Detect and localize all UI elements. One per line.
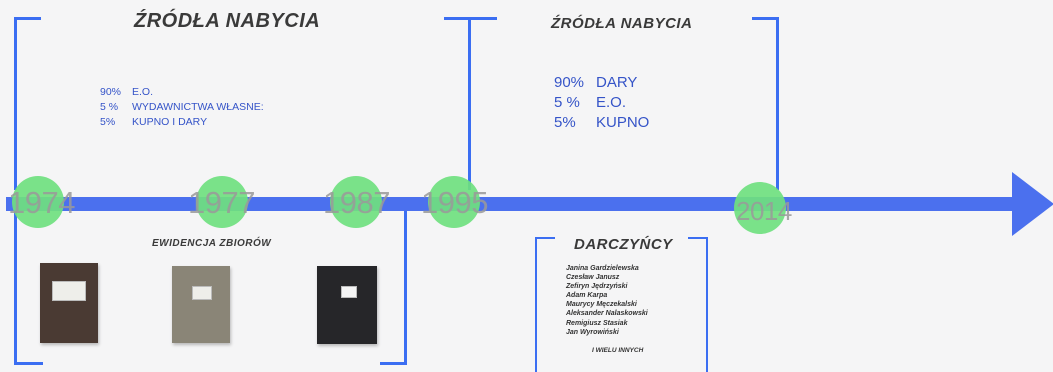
bracket-right-top-end [752, 17, 779, 190]
bracket-left-top-end [444, 17, 471, 190]
source-pct: 5% [100, 116, 116, 128]
right-source-row: 5 % E.O. [554, 93, 649, 113]
year-label-2014: 2014 [736, 196, 792, 226]
source-label: E.O. [596, 94, 627, 111]
year-label-1995: 1995 [421, 185, 488, 220]
left-source-row: 90% E.O. [100, 85, 264, 100]
ledger-label [192, 286, 212, 300]
year-label-1977: 1977 [188, 185, 255, 220]
year-label-1987: 1987 [323, 185, 390, 220]
year-dot-1974 [12, 176, 64, 228]
right-source-row: 5% KUPNO [554, 113, 649, 133]
year-dot-2014 [734, 182, 786, 234]
donor-name: Zefiryn Jędrzyński [566, 283, 628, 291]
donor-name: Czesław Janusz [566, 274, 620, 282]
bracket-collections-end [380, 200, 407, 365]
black-ledger-image [317, 266, 377, 344]
bracket-left-top-start [14, 17, 41, 190]
source-pct: 90% [100, 86, 122, 98]
source-pct: 5 % [554, 94, 580, 111]
donor-name: Maurycy Męczekalski [566, 301, 637, 309]
left-source-row: 5 % WYDAWNICTWA WŁASNE: [100, 100, 264, 115]
right-source-row: 90% DARY [554, 73, 649, 93]
right-sources-list: 90% DARY 5 % E.O. 5% KUPNO [554, 73, 649, 133]
brown-ledger-image [40, 263, 98, 343]
donor-name: Remigiusz Stasiak [566, 319, 628, 327]
year-dot-1977 [196, 176, 248, 228]
bracket-collections-start [14, 200, 43, 365]
year-dot-1987 [330, 176, 382, 228]
donor-name: Jan Wyrowiński [566, 328, 619, 336]
donor-name: Aleksander Nalaskowski [566, 310, 648, 318]
left-sources-title: ŹRÓDŁA NABYCIA [134, 10, 321, 32]
source-pct: 5 % [100, 101, 119, 113]
source-label: DARY [596, 74, 638, 91]
collections-title: EWIDENCJA ZBIORÓW [152, 238, 272, 249]
timeline-arrowhead [1012, 172, 1053, 236]
year-label-1974: 1974 [8, 185, 75, 220]
left-sources-list: 90% E.O. 5 % WYDAWNICTWA WŁASNE: 5% KUPN… [100, 85, 264, 130]
source-label: KUPNO [596, 114, 650, 131]
right-sources-title: ŹRÓDŁA NABYCIA [551, 15, 693, 32]
gray-ledger-image [172, 266, 230, 343]
ledger-label [52, 281, 86, 301]
timeline-axis [6, 197, 1016, 211]
donors-title: DARCZYŃCY [574, 236, 673, 253]
source-label: E.O. [132, 86, 154, 98]
bracket-donors-start [535, 237, 555, 372]
donor-name: Adam Karpa [566, 292, 608, 300]
source-label: WYDAWNICTWA WŁASNE: [132, 101, 264, 113]
donor-name: Janina Gardzielewska [566, 265, 639, 272]
bracket-right-top-start [468, 17, 497, 190]
donors-footer: I WIELU INNYCH [592, 347, 644, 354]
left-source-row: 5% KUPNO I DARY [100, 115, 264, 130]
source-pct: 5% [554, 114, 576, 131]
ledger-label [341, 286, 357, 298]
source-label: KUPNO I DARY [132, 116, 208, 128]
donors-list: Janina Gardzielewska Czesław Janusz Zefi… [566, 264, 648, 337]
bracket-donors-end [688, 237, 708, 372]
source-pct: 90% [554, 74, 585, 91]
year-dot-1995 [428, 176, 480, 228]
